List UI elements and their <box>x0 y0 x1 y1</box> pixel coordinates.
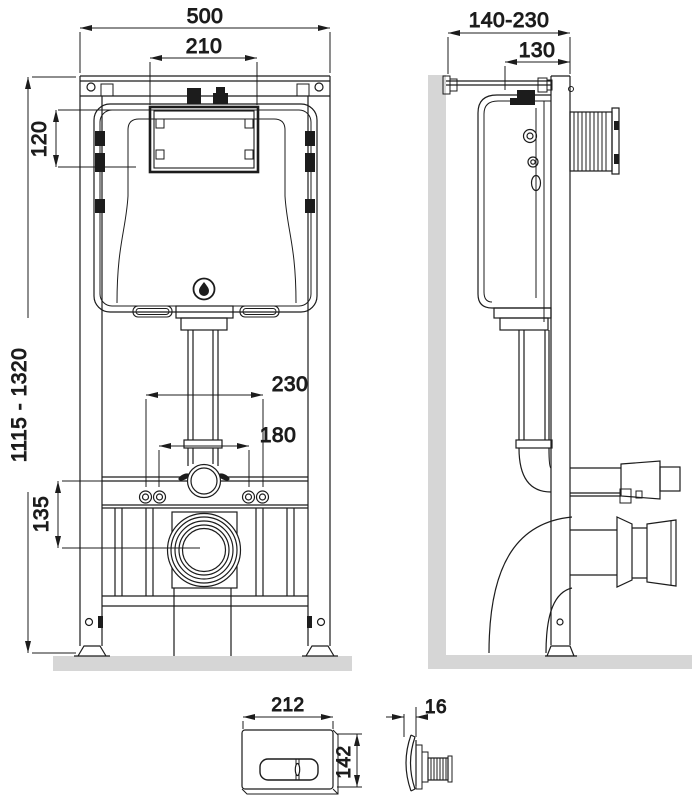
frame-notch-right <box>296 83 310 97</box>
dim-overall-width: 500 <box>187 5 224 28</box>
inspection-window <box>148 105 260 174</box>
lower-crossbar <box>102 595 308 607</box>
brand-logo-glyph <box>199 282 209 296</box>
frame-corner-hole-left <box>86 82 96 92</box>
side-view <box>442 75 681 657</box>
dim-frame-depth: 130 <box>519 39 556 62</box>
flush-plate <box>241 729 334 790</box>
waste-chute <box>173 588 232 656</box>
floor-side-view <box>428 655 692 669</box>
front-view-dimensions: 500 210 120 1115 - 1320 230 180 135 <box>8 5 331 654</box>
floor-front-view <box>53 656 352 671</box>
button-divider-oval <box>294 762 301 777</box>
brand-logo-icon <box>192 277 216 301</box>
foot-right <box>302 645 338 657</box>
wall-side-view <box>428 75 446 655</box>
drain-bend <box>488 516 573 654</box>
cistern-top-knobs <box>187 87 228 104</box>
flush-button <box>259 758 319 781</box>
struts <box>114 508 295 596</box>
leg-hole-right <box>316 617 326 627</box>
dim-outer-bolts: 230 <box>272 373 309 396</box>
leg-hole-side <box>556 618 564 626</box>
flush-pipe-connection <box>570 460 681 504</box>
pipe-coupling <box>183 439 223 449</box>
dim-installation-height: 1115 - 1320 <box>8 348 31 462</box>
flush-pipe-outlet <box>186 463 222 499</box>
dim-inner-bolts: 180 <box>260 424 297 447</box>
foot-left <box>74 645 110 657</box>
window-clips <box>155 118 254 160</box>
waste-outlet <box>166 512 242 588</box>
rail-right <box>307 96 331 646</box>
bellows-connector <box>569 107 620 175</box>
dim-outlet-drop: 135 <box>30 496 53 533</box>
wall-anchor-rod <box>446 80 551 86</box>
side-view-dimensions: 140-230 130 <box>447 9 571 90</box>
leg-hole-left <box>84 617 94 627</box>
dim-plate-thickness: 16 <box>425 697 447 718</box>
surfaces <box>53 75 692 671</box>
flush-plate-side-view: 16 <box>386 697 453 792</box>
flush-plate-front-view: 212 142 <box>241 695 362 795</box>
cistern-cap <box>510 90 535 105</box>
frame-corner-hole-right <box>314 82 324 92</box>
plate-profile <box>405 734 417 792</box>
dim-plate-width: 212 <box>271 695 304 716</box>
dim-window-width: 210 <box>186 35 223 58</box>
front-view-cistern <box>93 87 318 331</box>
rail-left <box>79 96 103 646</box>
gasket-wing-right <box>218 473 230 481</box>
waste-connection <box>570 516 677 588</box>
dim-plate-height: 142 <box>334 745 355 778</box>
gasket-wing-left <box>178 473 190 481</box>
fixing-bolts <box>138 490 270 504</box>
frame-column <box>550 75 571 645</box>
front-view-pipes <box>102 330 308 656</box>
frame-notch-left <box>100 83 114 97</box>
dim-wall-distance: 140-230 <box>469 9 550 32</box>
dim-window-height: 120 <box>28 121 51 158</box>
foot-side <box>545 645 577 657</box>
